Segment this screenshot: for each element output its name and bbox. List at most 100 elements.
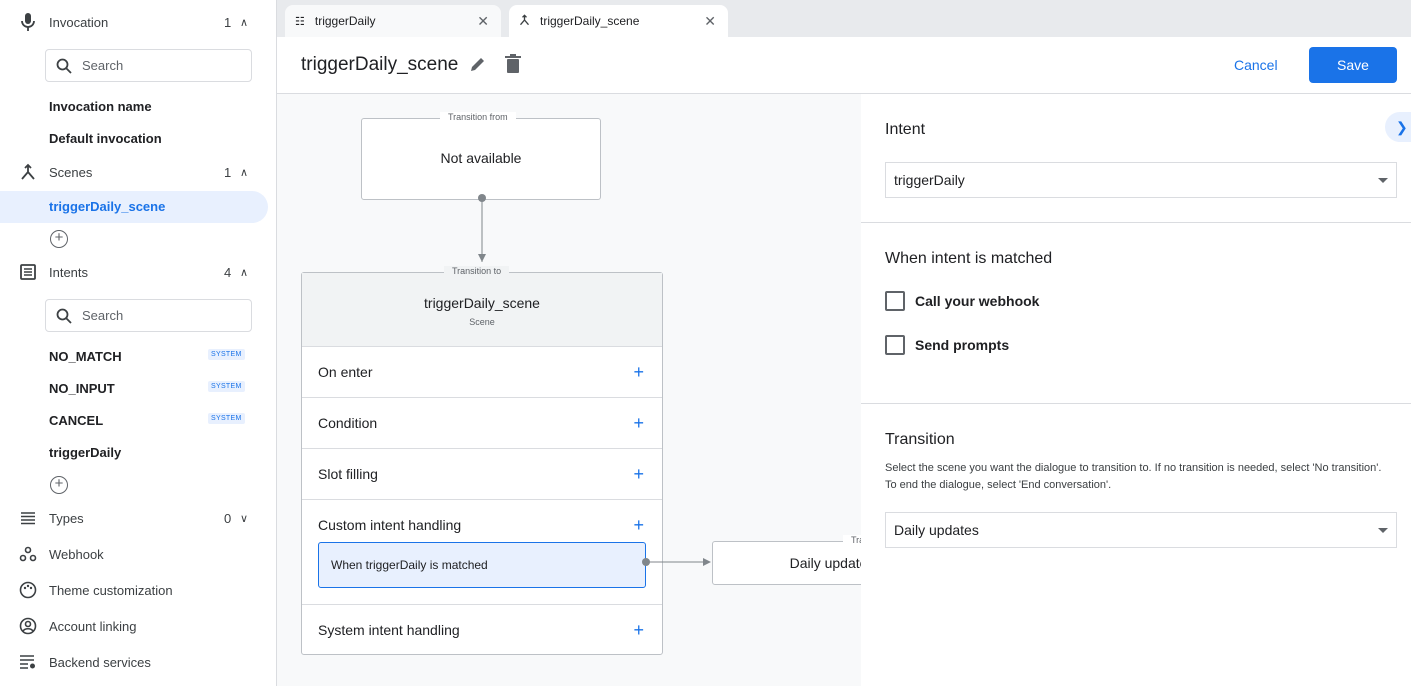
- search-placeholder: Search: [82, 58, 124, 73]
- tab-bar: ☷ triggerDaily ✕ triggerDaily_scene ✕: [277, 0, 1411, 37]
- system-badge: SYSTEM: [208, 349, 245, 360]
- transition-target-node[interactable]: Transition to Daily updates: [712, 535, 861, 585]
- sidebar-item-intent[interactable]: NO_MATCH: [49, 349, 122, 364]
- select-value: triggerDaily: [894, 172, 965, 188]
- microphone-icon: [18, 12, 38, 32]
- row-on-enter[interactable]: On enter +: [302, 346, 662, 397]
- cancel-button[interactable]: Cancel: [1234, 57, 1278, 73]
- chevron-up-icon[interactable]: ∧: [240, 166, 249, 179]
- matched-section-title: When intent is matched: [885, 250, 1053, 267]
- search-placeholder: Search: [82, 308, 124, 323]
- scene-node-header: triggerDaily_scene Scene: [302, 273, 662, 346]
- section-count: 4: [224, 264, 232, 280]
- system-badge: SYSTEM: [208, 413, 245, 424]
- section-count: 1: [224, 164, 232, 180]
- node-legend: Transition from: [440, 112, 516, 122]
- node-legend: Transition to: [843, 535, 861, 545]
- chevron-down-icon[interactable]: ∨: [240, 512, 249, 525]
- dropdown-arrow-icon: [1378, 528, 1388, 533]
- sidebar-section-intents[interactable]: Intents 4 ∧: [0, 256, 277, 288]
- section-label: Invocation: [49, 14, 109, 30]
- add-icon[interactable]: +: [633, 413, 644, 433]
- tab-label: triggerDaily: [314, 14, 376, 28]
- intent-select[interactable]: triggerDaily: [885, 162, 1397, 198]
- tab-label: triggerDaily_scene: [540, 14, 640, 28]
- section-label: Scenes: [49, 164, 93, 180]
- row-label: Condition: [318, 415, 378, 431]
- sidebar-section-scenes[interactable]: Scenes 1 ∧: [0, 156, 277, 188]
- row-custom-intent-handling[interactable]: Custom intent handling+ When triggerDail…: [302, 499, 662, 604]
- scene-merge-icon: [18, 162, 38, 182]
- sidebar-section-invocation[interactable]: Invocation 1 ∧: [0, 6, 277, 38]
- transition-description: Select the scene you want the dialogue t…: [885, 462, 1382, 491]
- intents-search-input[interactable]: Search: [45, 299, 252, 332]
- sidebar-item-default-invocation[interactable]: Default invocation: [49, 131, 162, 146]
- tab-triggerDaily-scene[interactable]: triggerDaily_scene ✕: [509, 5, 728, 37]
- intent-handler-panel: ❯ Intent triggerDaily When intent is mat…: [861, 94, 1411, 686]
- row-slot-filling[interactable]: Slot filling +: [302, 448, 662, 499]
- delete-icon[interactable]: [504, 54, 522, 79]
- handler-label: When triggerDaily is matched: [331, 558, 488, 572]
- chevron-up-icon[interactable]: ∧: [240, 16, 249, 29]
- edit-icon[interactable]: [469, 55, 487, 78]
- node-value: Daily updates: [789, 555, 861, 571]
- add-icon[interactable]: +: [633, 515, 644, 535]
- row-label: On enter: [318, 364, 373, 380]
- transition-select[interactable]: Daily updates: [885, 512, 1397, 548]
- close-icon[interactable]: ✕: [477, 12, 489, 29]
- chevron-up-icon[interactable]: ∧: [240, 266, 249, 279]
- sidebar-item-scene-selected[interactable]: triggerDaily_scene: [0, 191, 268, 223]
- divider: [861, 403, 1411, 404]
- scene-sub: Scene: [469, 317, 495, 327]
- invocation-search-input[interactable]: Search: [45, 49, 252, 82]
- send-prompts-checkbox[interactable]: Send prompts: [885, 335, 1009, 355]
- intent-list-icon: [18, 262, 38, 282]
- search-icon: [56, 308, 72, 324]
- sidebar-link-account-linking[interactable]: Account linking: [0, 610, 277, 642]
- save-button[interactable]: Save: [1309, 47, 1397, 83]
- link-label: Account linking: [49, 618, 137, 634]
- sidebar-link-backend-services[interactable]: Backend services: [0, 646, 277, 678]
- link-label: Theme customization: [49, 582, 173, 598]
- sidebar-link-theme[interactable]: Theme customization: [0, 574, 277, 606]
- connector-arrow: [642, 558, 711, 566]
- palette-icon: [18, 580, 38, 600]
- dropdown-arrow-icon: [1378, 178, 1388, 183]
- scene-icon: [519, 13, 530, 29]
- sidebar: Invocation 1 ∧ Search Invocation name De…: [0, 0, 277, 686]
- sidebar-link-webhook[interactable]: Webhook: [0, 538, 277, 570]
- section-label: Intents: [49, 264, 89, 280]
- page-title: triggerDaily_scene: [301, 54, 459, 75]
- add-intent-icon[interactable]: +: [50, 476, 68, 494]
- add-icon[interactable]: +: [633, 362, 644, 382]
- intent-handler-selected[interactable]: When triggerDaily is matched: [318, 542, 646, 588]
- sidebar-item-intent[interactable]: triggerDaily: [49, 445, 122, 460]
- select-value: Daily updates: [894, 522, 979, 538]
- row-system-intent-handling[interactable]: System intent handling+: [302, 604, 662, 655]
- system-badge: SYSTEM: [208, 381, 245, 392]
- types-icon: [18, 508, 38, 528]
- tab-triggerDaily[interactable]: ☷ triggerDaily ✕: [285, 5, 501, 37]
- scene-node: triggerDaily_scene Scene Transition to O…: [301, 266, 663, 655]
- intent-icon: ☷: [295, 15, 305, 28]
- add-icon[interactable]: +: [633, 464, 644, 484]
- close-icon[interactable]: ✕: [704, 12, 716, 29]
- row-label: Slot filling: [318, 466, 378, 482]
- scene-name: triggerDaily_scene: [424, 295, 540, 311]
- collapse-panel-chevron-icon[interactable]: ❯: [1385, 112, 1411, 142]
- sidebar-item-invocation-name[interactable]: Invocation name: [49, 99, 152, 114]
- add-scene-icon[interactable]: +: [50, 230, 68, 248]
- node-legend: Transition to: [444, 266, 510, 276]
- add-icon[interactable]: +: [633, 620, 644, 640]
- sidebar-section-types[interactable]: Types 0 ∨: [0, 502, 277, 534]
- checkbox-icon: [885, 291, 905, 311]
- intent-section-title: Intent: [885, 121, 926, 138]
- node-value: Not available: [440, 150, 522, 166]
- call-webhook-checkbox[interactable]: Call your webhook: [885, 291, 1039, 311]
- sidebar-item-intent[interactable]: CANCEL: [49, 413, 104, 428]
- sidebar-item-intent[interactable]: NO_INPUT: [49, 381, 115, 396]
- row-condition[interactable]: Condition +: [302, 397, 662, 448]
- scene-canvas: Transition from Not available triggerDai…: [277, 94, 861, 686]
- section-count: 0: [224, 510, 232, 526]
- transition-from-node: Transition from Not available: [361, 112, 601, 200]
